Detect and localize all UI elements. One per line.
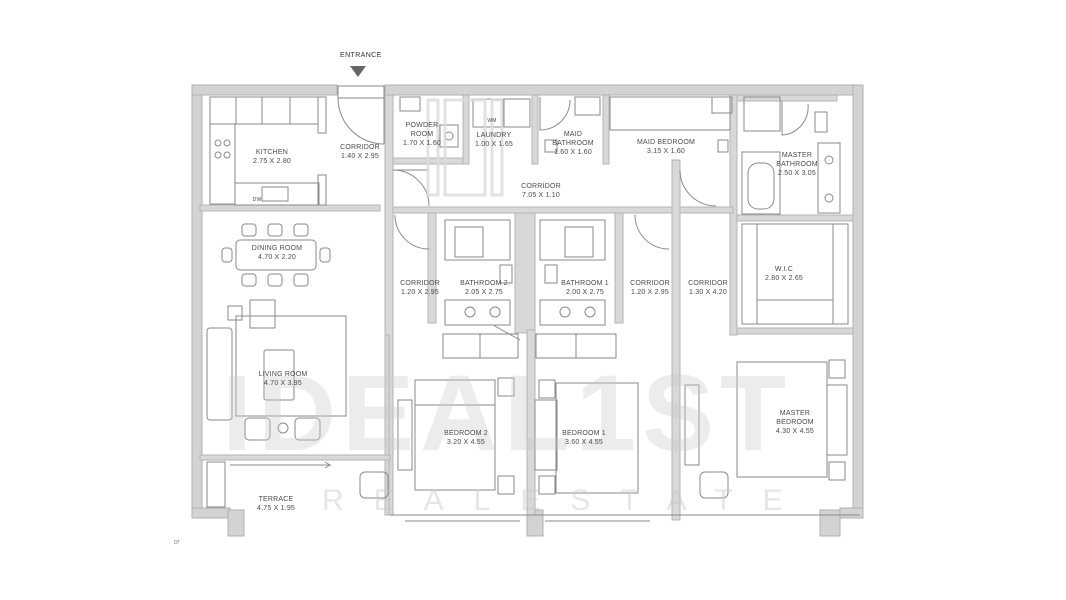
kitchen-counters (209, 96, 327, 206)
dining-table (221, 223, 331, 287)
bathroom-fixtures (444, 219, 606, 341)
exterior-walls (191, 84, 864, 537)
living-furniture (206, 299, 347, 441)
washing-machine-label: WM (487, 118, 497, 124)
wic-fixtures (741, 223, 849, 325)
floor-tag: 07 (174, 540, 180, 546)
wardrobes (442, 333, 617, 359)
corridor-doors (392, 169, 717, 250)
watermark-logo (426, 98, 504, 197)
watermark-sub: REALESTATE (322, 484, 813, 517)
master-bathroom-fixtures (741, 96, 841, 215)
bedroom-2-furniture (397, 377, 515, 495)
dishwasher-label: DW (252, 197, 262, 203)
bedroom-1-furniture (534, 379, 639, 495)
watermark-brand: IDEAL1ST (222, 352, 793, 473)
entrance-arrow-icon (350, 66, 366, 77)
entrance-label: ENTRANCE (340, 52, 382, 59)
interior-walls (199, 94, 854, 521)
entrance-door (337, 85, 385, 145)
terrace-furniture (206, 461, 860, 522)
master-bedroom-furniture (684, 359, 848, 481)
